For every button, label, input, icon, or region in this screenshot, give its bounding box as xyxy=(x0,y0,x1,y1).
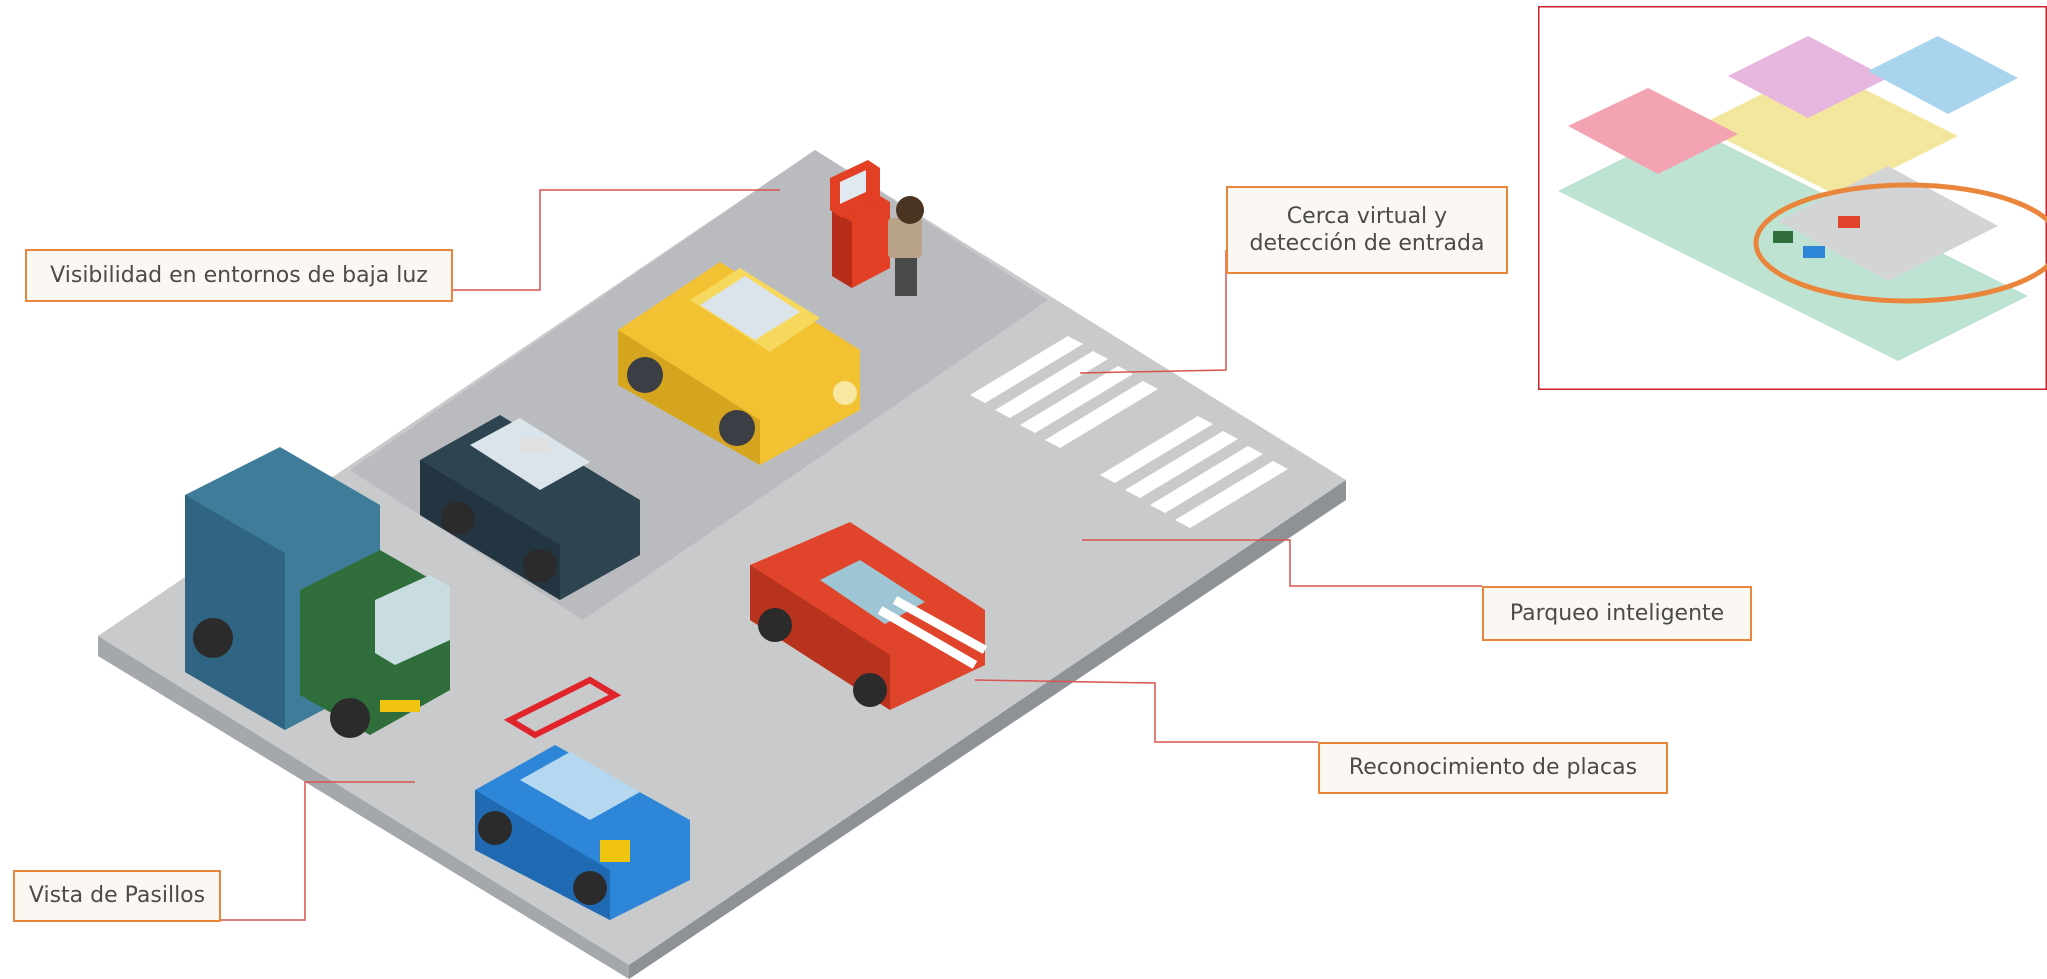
kiosk-icon xyxy=(830,160,890,288)
callout-vista-pasillos: Vista de Pasillos xyxy=(13,870,221,922)
callout-cerca-virtual: Cerca virtual y detección de entrada xyxy=(1226,186,1508,274)
callout-visibilidad-baja-luz: Visibilidad en entornos de baja luz xyxy=(25,249,453,302)
callout-parqueo-inteligente: Parqueo inteligente xyxy=(1482,586,1752,641)
mall-map-icon xyxy=(1538,6,2047,390)
callout-reconocimiento-placas: Reconocimiento de placas xyxy=(1318,742,1668,794)
